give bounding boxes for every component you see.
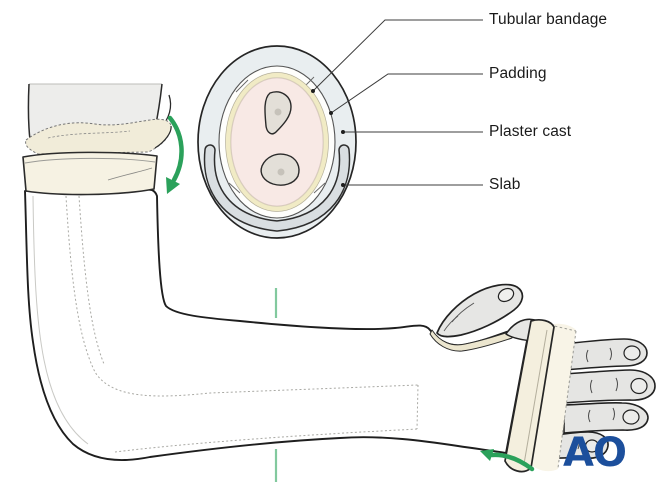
- finger-creases: [558, 347, 618, 452]
- fold-arrow-elbow-icon: [166, 115, 184, 194]
- middle-nail: [630, 377, 648, 395]
- upper-arm: [22, 83, 172, 196]
- tubular-bandage-outer-edge: [225, 72, 329, 212]
- thumb-notch-lining: [429, 329, 513, 352]
- cross-section: [197, 45, 357, 239]
- cuff-inner-line: [24, 157, 156, 164]
- middle-finger: [563, 369, 656, 404]
- ao-logo: AO: [563, 430, 626, 476]
- slab-hidden-edges: [65, 195, 419, 453]
- fold-arrow-wrist-icon: [480, 449, 535, 472]
- cast-edge-highlight: [32, 195, 89, 445]
- soft-tissue: [230, 77, 324, 207]
- hand: [429, 283, 656, 473]
- palm-bandage: [528, 323, 576, 472]
- leader-padding: [330, 73, 483, 114]
- bandage-overlay-dashed-edge: [549, 324, 577, 469]
- label-plaster-cast: Plaster cast: [489, 123, 572, 140]
- label-slab: Slab: [489, 176, 521, 193]
- index-finger: [563, 338, 648, 371]
- elbow-cuff: [22, 151, 158, 196]
- padding-hatch-marks: [228, 76, 326, 194]
- draped-tubular-bandage: [25, 118, 172, 155]
- bandage-fold-edge: [154, 125, 172, 149]
- leader-dots: [311, 89, 345, 187]
- cuff-shading-line: [107, 167, 153, 181]
- thumb-nail: [497, 287, 515, 303]
- leader-lines: [311, 19, 483, 187]
- upper-arm-left-outline: [27, 83, 31, 141]
- label-padding: Padding: [489, 65, 547, 82]
- thumb-crease: [443, 315, 459, 332]
- forearm-cast: [24, 185, 530, 462]
- ring-nail: [622, 409, 640, 425]
- tubular-bandage-ring: [225, 72, 329, 212]
- ulna-medullary-canal: [277, 168, 285, 176]
- index-nail: [623, 345, 641, 361]
- wrist-cuff-inner-line: [523, 329, 548, 465]
- little-nail: [584, 439, 600, 453]
- leader-tubular-bandage: [312, 19, 483, 92]
- label-tubular-bandage: Tubular bandage: [489, 11, 608, 28]
- bandage-crease: [47, 130, 131, 139]
- radius-medullary-canal: [274, 108, 282, 116]
- tubular-bandage-inner-edge: [230, 77, 324, 207]
- slab-band: [205, 145, 349, 231]
